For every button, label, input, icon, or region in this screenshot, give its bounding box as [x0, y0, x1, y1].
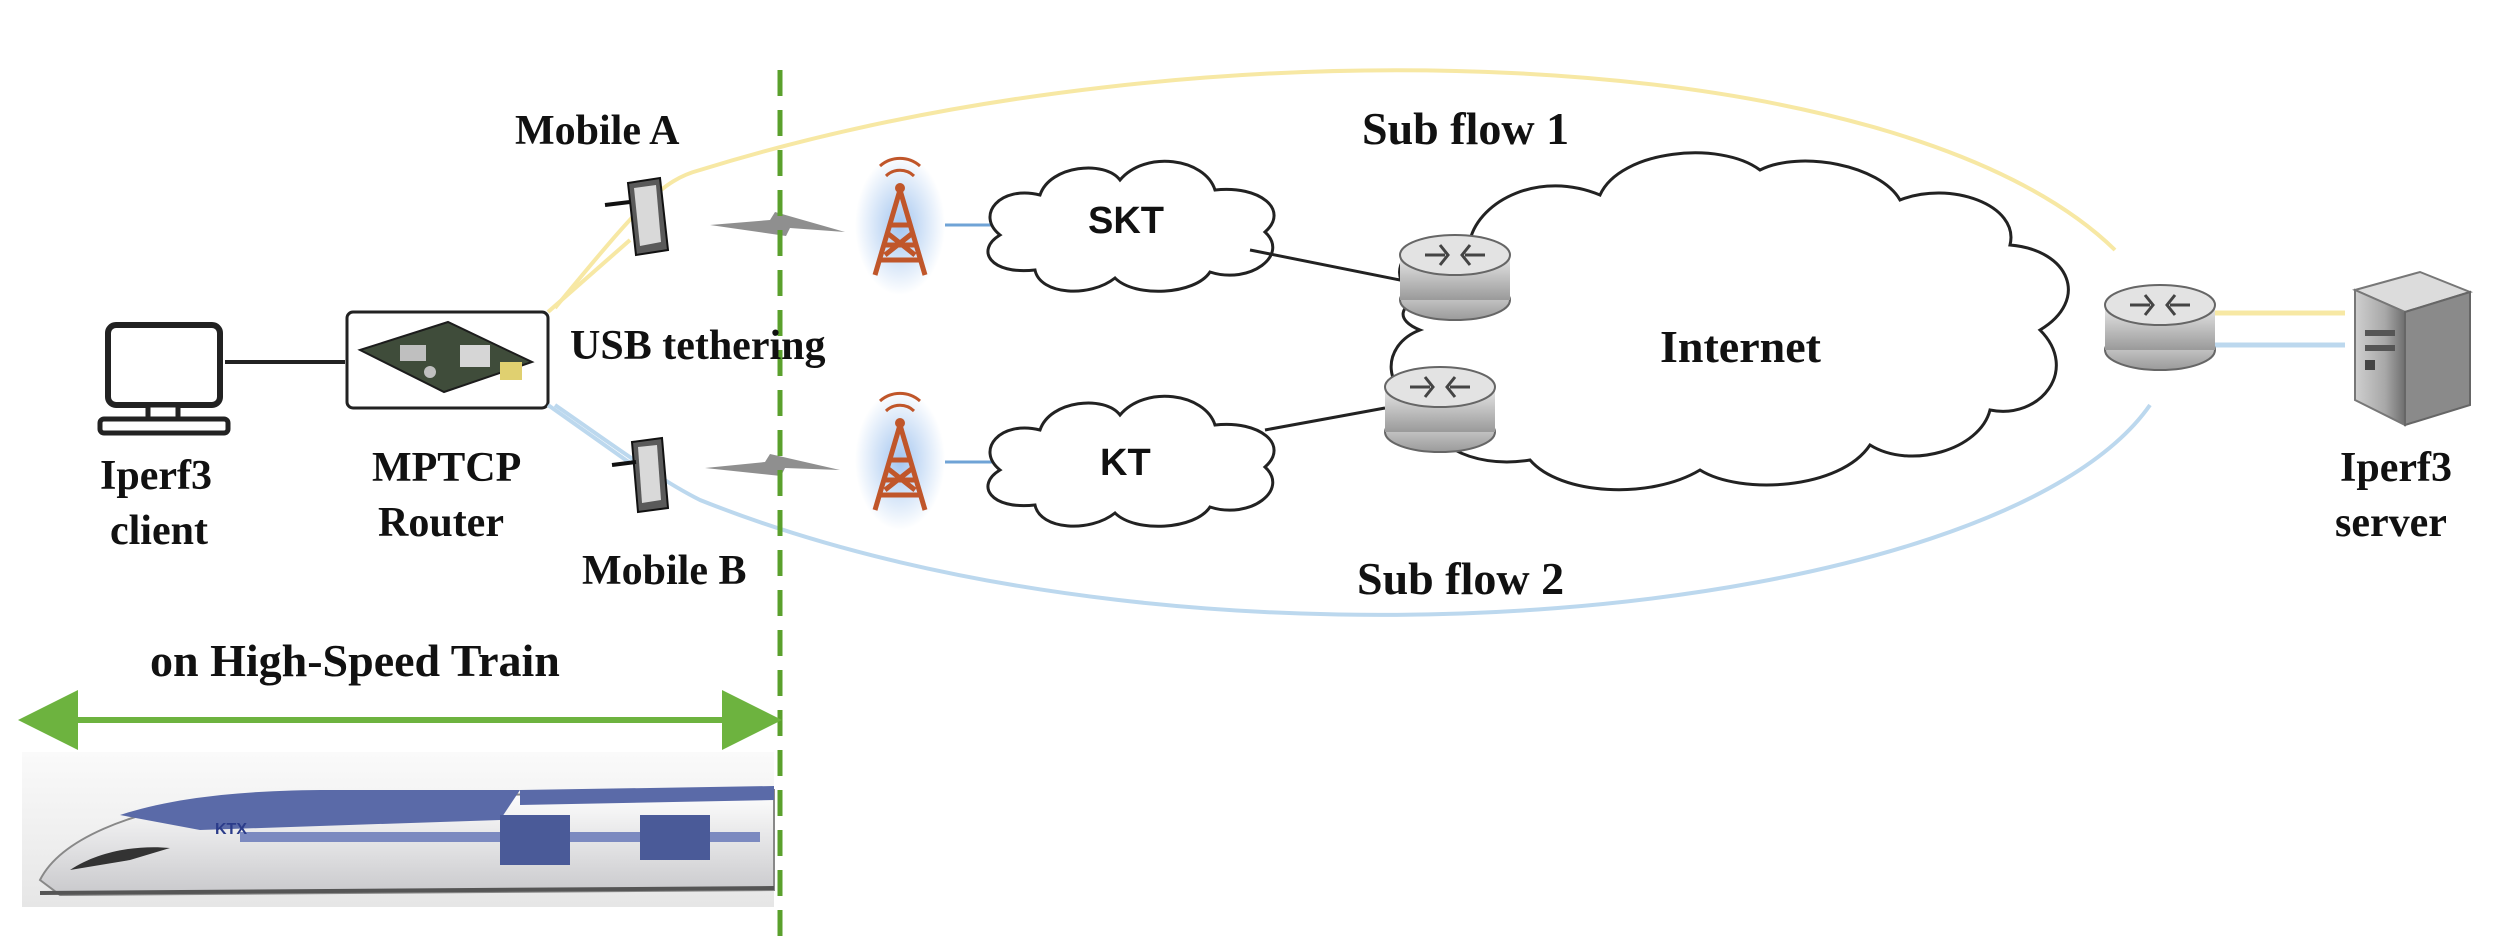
internet-cloud — [1389, 151, 2070, 492]
kt-cloud — [986, 394, 1276, 528]
sub-flow-2-label: Sub flow 2 — [1357, 553, 1565, 604]
server-label-line2: server — [2335, 500, 2447, 546]
raspberry-pi-board-icon — [345, 310, 550, 410]
mobile-phone-icon — [604, 176, 670, 257]
sub-flow-1-label: Sub flow 1 — [1362, 103, 1570, 154]
mptcp-router-label-line1: MPTCP — [372, 445, 522, 491]
server-tower-icon — [2352, 270, 2474, 427]
usb-link-mobile-a — [546, 238, 632, 314]
mptcp-router-label-line2: Router — [378, 500, 504, 546]
mobile-a-label: Mobile A — [515, 108, 680, 154]
network-router-icon — [1399, 234, 1511, 321]
high-speed-train-image: KTX — [22, 752, 775, 907]
skt-internet-link — [1249, 248, 1401, 282]
train-caption: on High-Speed Train — [150, 635, 560, 686]
cell-tower-icon — [855, 390, 945, 530]
cell-tower-icon — [855, 155, 945, 295]
skt-label: SKT — [1088, 200, 1164, 242]
network-router-icon — [2104, 284, 2216, 371]
server-label-line1: Iperf3 — [2340, 445, 2452, 491]
usb-link-mobile-b — [546, 403, 632, 465]
wireless-link-b — [705, 454, 840, 476]
mobile-phone-icon — [611, 436, 670, 514]
client-label-line1: Iperf3 — [100, 453, 212, 499]
mobile-b-label: Mobile B — [582, 548, 747, 594]
client-label-line2: client — [110, 508, 208, 554]
usb-tethering-label: USB tethering — [570, 323, 826, 369]
internet-label: Internet — [1660, 321, 1821, 372]
network-router-icon — [1384, 366, 1496, 453]
desktop-computer-icon — [97, 322, 231, 436]
train-logo-text: KTX — [215, 821, 247, 838]
skt-cloud — [986, 159, 1276, 293]
wireless-link-a — [710, 212, 845, 236]
kt-label: KT — [1100, 442, 1151, 484]
kt-internet-link — [1264, 406, 1386, 432]
